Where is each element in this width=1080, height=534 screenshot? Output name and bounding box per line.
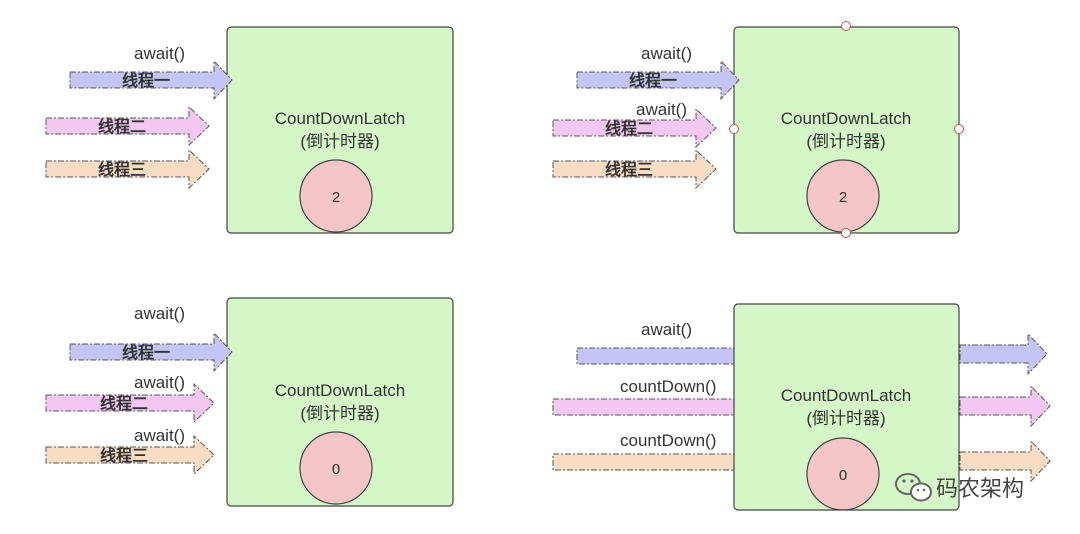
thread-three-arrow: [45, 434, 215, 476]
selection-handle-left[interactable]: [729, 124, 739, 134]
await-label: await(): [134, 304, 185, 323]
thread-one-label: 线程一: [122, 343, 170, 362]
counter-circle: [299, 159, 373, 233]
counter-value: 0: [332, 461, 340, 478]
countdown-label: countDown(): [620, 431, 716, 450]
latch-box: [226, 26, 454, 234]
await-label: await(): [134, 373, 185, 392]
latch-subtitle: (倒计时器): [300, 404, 379, 423]
selection-handle-top[interactable]: [841, 21, 851, 31]
counter-circle: [299, 431, 373, 505]
selection-handle-bottom[interactable]: [841, 228, 851, 238]
thread-three-tail: [552, 453, 736, 471]
thread-two-arrow: [45, 105, 210, 147]
counter-value: 2: [332, 189, 340, 206]
thread-two-arrow: [45, 382, 215, 424]
selection-handle-right[interactable]: [954, 124, 964, 134]
watermark-text: 码农架构: [936, 477, 1024, 502]
thread-three-label: 线程三: [605, 160, 653, 179]
await-label: await(): [641, 320, 692, 339]
panel-top-left: CountDownLatch (倒计时器) 2 await() 线程一 线程二 …: [45, 26, 454, 234]
latch-subtitle: (倒计时器): [806, 132, 885, 151]
thread-one-tail: [576, 347, 736, 365]
thread-three-label: 线程三: [98, 160, 146, 179]
thread-three-arrow: [552, 148, 717, 190]
thread-three-arrow: [45, 148, 210, 190]
latch-title: CountDownLatch: [275, 381, 405, 400]
panel-top-right: CountDownLatch (倒计时器) 2 await() await() …: [552, 21, 964, 238]
thread-two-label: 线程二: [98, 117, 146, 136]
thread-one-exit-arrow: [959, 332, 1048, 376]
await-label: await(): [134, 44, 185, 63]
latch-box: [226, 297, 454, 507]
countdown-label: countDown(): [620, 377, 716, 396]
thread-one-arrow: [69, 331, 233, 373]
thread-one-label: 线程一: [629, 71, 677, 90]
wechat-icon: [895, 473, 932, 502]
thread-two-label: 线程二: [100, 394, 148, 413]
await-label: await(): [134, 426, 185, 445]
counter-value: 2: [839, 189, 847, 206]
thread-two-tail: [552, 398, 736, 416]
panel-bottom-left: CountDownLatch (倒计时器) 0 await() await() …: [45, 297, 454, 507]
thread-two-exit-arrow: [959, 384, 1051, 428]
thread-one-arrow: [576, 59, 740, 101]
latch-subtitle: (倒计时器): [300, 132, 379, 151]
thread-two-label: 线程二: [605, 119, 653, 138]
thread-three-exit-arrow: [959, 439, 1051, 483]
thread-one-label: 线程一: [122, 71, 170, 90]
thread-three-label: 线程三: [100, 446, 148, 465]
thread-two-arrow: [552, 107, 717, 149]
panel-bottom-right: CountDownLatch (倒计时器) 0 await() countDow…: [552, 303, 1051, 511]
counter-circle: [806, 437, 880, 511]
latch-title: CountDownLatch: [781, 109, 911, 128]
latch-title: CountDownLatch: [781, 386, 911, 405]
await-label: await(): [641, 44, 692, 63]
thread-one-arrow: [69, 59, 233, 101]
watermark: 码农架构: [895, 473, 1024, 502]
latch-title: CountDownLatch: [275, 109, 405, 128]
latch-subtitle: (倒计时器): [806, 409, 885, 428]
counter-value: 0: [839, 467, 847, 484]
await-label: await(): [636, 100, 687, 119]
